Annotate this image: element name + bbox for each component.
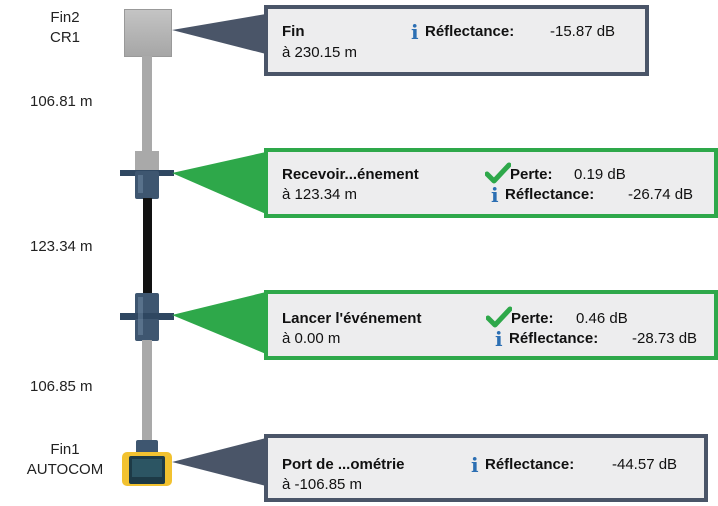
top-end-name: Fin2 xyxy=(50,9,80,26)
segment-distance-3: 106.85 m xyxy=(30,378,93,395)
loss-value: 0.19 dB xyxy=(574,166,626,183)
event-position: à -106.85 m xyxy=(282,476,363,493)
loss-label: Perte: xyxy=(511,310,554,327)
top-end-label: Fin2 CR1 xyxy=(35,8,95,48)
event-title: Port de ...ométrie xyxy=(282,456,405,473)
bottom-end-type: AUTOCOM xyxy=(26,461,104,478)
event-card-receive[interactable]: Recevoir...énement à 123.34 m Perte: 0.1… xyxy=(264,148,718,218)
segment-distance-2: 123.34 m xyxy=(30,238,93,255)
top-end-type: CR1 xyxy=(49,29,80,46)
event-title: Lancer l'événement xyxy=(282,310,422,327)
otdr-tester-device[interactable] xyxy=(120,440,174,488)
fiber-segment-3 xyxy=(142,340,152,440)
bottom-end-label: Fin1 AUTOCOM xyxy=(5,440,125,480)
reflectance-value: -44.57 dB xyxy=(612,456,678,473)
check-icon xyxy=(485,162,511,184)
event-title: Fin xyxy=(282,23,305,40)
info-icon[interactable]: i xyxy=(495,327,503,351)
event-card-end[interactable]: Fin à 230.15 m i Réflectance: -15.87 dB xyxy=(264,5,649,76)
receive-connector[interactable] xyxy=(120,151,174,199)
fiber-segment-1 xyxy=(142,56,152,152)
event-card-launch[interactable]: Lancer l'événement à 0.00 m Perte: 0.46 … xyxy=(264,290,718,360)
reflectance-value: -15.87 dB xyxy=(550,23,616,40)
bottom-end-name: Fin1 xyxy=(50,441,80,458)
event-position: à 0.00 m xyxy=(282,330,341,347)
event-title: Recevoir...énement xyxy=(282,166,419,183)
event-position: à 230.15 m xyxy=(282,44,358,61)
event-card-otdr-port[interactable]: Port de ...ométrie à -106.85 m i Réflect… xyxy=(264,434,708,502)
reflectance-label: Réflectance: xyxy=(505,186,595,203)
event-position: à 123.34 m xyxy=(282,186,358,203)
info-icon[interactable]: i xyxy=(411,20,419,44)
reflectance-label: Réflectance: xyxy=(485,456,575,473)
fiber-segment-2 xyxy=(143,198,152,294)
remote-end-box[interactable] xyxy=(124,9,172,57)
info-icon[interactable]: i xyxy=(471,453,479,477)
check-icon xyxy=(486,306,512,328)
loss-value: 0.46 dB xyxy=(576,310,628,327)
reflectance-value: -28.73 dB xyxy=(632,330,698,347)
launch-connector[interactable] xyxy=(120,293,174,341)
reflectance-label: Réflectance: xyxy=(425,23,515,40)
info-icon[interactable]: i xyxy=(491,183,499,207)
loss-label: Perte: xyxy=(510,166,553,183)
reflectance-value: -26.74 dB xyxy=(628,186,694,203)
segment-distance-1: 106.81 m xyxy=(30,93,93,110)
reflectance-label: Réflectance: xyxy=(509,330,599,347)
